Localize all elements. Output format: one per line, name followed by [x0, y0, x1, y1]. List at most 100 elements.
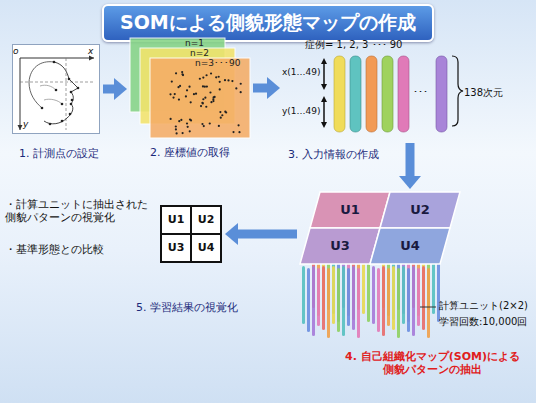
axis-head [18, 125, 23, 130]
coordinate-dot [202, 85, 204, 87]
unit-parallelogram [300, 228, 380, 264]
step-caption: 3. 入力情報の作成 [288, 148, 379, 161]
coordinate-dot [209, 122, 211, 124]
coordinate-dot [238, 131, 240, 133]
leader-line [420, 307, 436, 308]
coordinate-dot [174, 93, 176, 95]
som-map: 4. 自己組織化マップ(SOM)による 側貌パターンの抽出U1U2U3U4 [300, 192, 460, 264]
coordinate-dot [202, 102, 204, 104]
flow-arrow [406, 143, 415, 176]
case-vector [350, 56, 361, 132]
vector-bar [422, 266, 425, 330]
unit-label: U2 [410, 202, 430, 218]
som-unit: U4 [370, 228, 450, 264]
step-caption: 5. 学習結果の視覚化 [136, 301, 238, 314]
coordinate-dot [235, 87, 237, 89]
coordinate-dot [175, 125, 177, 127]
coordinate-dot [203, 125, 205, 127]
coordinate-dot [201, 102, 203, 104]
vector-bar [402, 266, 405, 324]
vector-illustration [321, 56, 463, 132]
unit-label: U1 [340, 202, 360, 218]
vector-bar [412, 266, 415, 336]
som-unit: U3 [300, 228, 380, 264]
coordinate-dot [232, 131, 234, 133]
coordinate-dot [189, 118, 191, 120]
coordinate-dot [176, 132, 178, 134]
vector-bar [302, 266, 305, 324]
coordinate-dot [193, 93, 195, 95]
unit-note: 計算ユニット(2×2) [439, 300, 528, 312]
coordinate-dot [186, 122, 188, 124]
coordinate-dot [221, 114, 223, 116]
axis-label: x [88, 46, 93, 57]
coordinate-dot [206, 85, 208, 87]
coordinate-dot [204, 97, 206, 99]
coordinate-dot [185, 95, 187, 97]
coordinate-dot [178, 98, 180, 100]
unit-label: U3 [168, 241, 185, 254]
vector-bar [417, 268, 420, 326]
coordinate-dot [170, 118, 172, 120]
input-vectors: 症例= 1, 2, 3 ･･･ 903. 入力情報の作成 [283, 38, 470, 140]
vector-bar [347, 268, 350, 326]
dimension-arrow [323, 98, 325, 126]
axis-label: y [23, 119, 28, 130]
coordinate-dot [237, 124, 239, 126]
coordinate-dot [218, 76, 220, 78]
vector-bar [327, 268, 330, 338]
coordinate-dot [200, 105, 202, 107]
coordinate-dot [195, 93, 197, 95]
result-grid: 5. 学習結果の視覚化U1U2U3U4 [160, 205, 222, 263]
coordinate-dot [212, 100, 214, 102]
step-caption: 2. 座標値の取得 [150, 146, 230, 159]
som-unit: U2 [380, 192, 460, 228]
dimension-label: x(1…49) [282, 67, 321, 78]
som-unit: U1 [310, 192, 390, 228]
coordinate-dot [219, 88, 221, 90]
arrow-heads [321, 96, 327, 128]
ellipsis: ･･･ [413, 86, 428, 98]
flow-arrow [103, 85, 114, 94]
sketch-ground [12, 44, 100, 134]
coordinate-dot [188, 86, 190, 88]
coordinate-dot [190, 101, 192, 103]
result-unit: U1 [161, 206, 191, 234]
unit-label: U1 [168, 213, 185, 226]
landmark-dots [41, 61, 80, 126]
coordinate-dot [169, 93, 171, 95]
coordinate-dot [178, 120, 180, 122]
unit-parallelogram [310, 192, 390, 228]
case-vector [436, 56, 447, 132]
vector-bar [312, 266, 315, 336]
dimension-label: 138次元 [464, 87, 503, 99]
coordinate-dot [182, 74, 184, 76]
vector-bar [337, 268, 340, 332]
vector-bar [317, 268, 320, 326]
case-vector [382, 56, 393, 132]
coordinate-dot [231, 80, 233, 82]
title-band: SOMによる側貌形態マップの作成 [102, 4, 434, 42]
coordinate-dot [172, 96, 174, 98]
reference-line [20, 82, 94, 83]
coordinate-dot [201, 123, 203, 125]
coordinate-dot [219, 81, 221, 83]
coordinate-dot [209, 91, 211, 93]
bullet-note: ・基準形態との比較 [5, 243, 104, 256]
coordinate-dot [175, 72, 177, 74]
coordinate-dot [205, 106, 207, 108]
vector-bar [382, 266, 385, 336]
coordinate-dot [214, 96, 216, 98]
unit-label: U2 [198, 213, 215, 226]
coordinate-dot [189, 130, 191, 132]
coordinate-dot [225, 111, 227, 113]
unit-label: U4 [400, 238, 420, 254]
vector-bar [332, 266, 335, 324]
axis-label: o [13, 46, 19, 57]
case-vector [398, 56, 409, 132]
coordinate-dot [220, 117, 222, 119]
arrow-heads [321, 58, 327, 90]
unit-parallelogram [380, 192, 460, 228]
unit-label: U3 [330, 238, 350, 254]
